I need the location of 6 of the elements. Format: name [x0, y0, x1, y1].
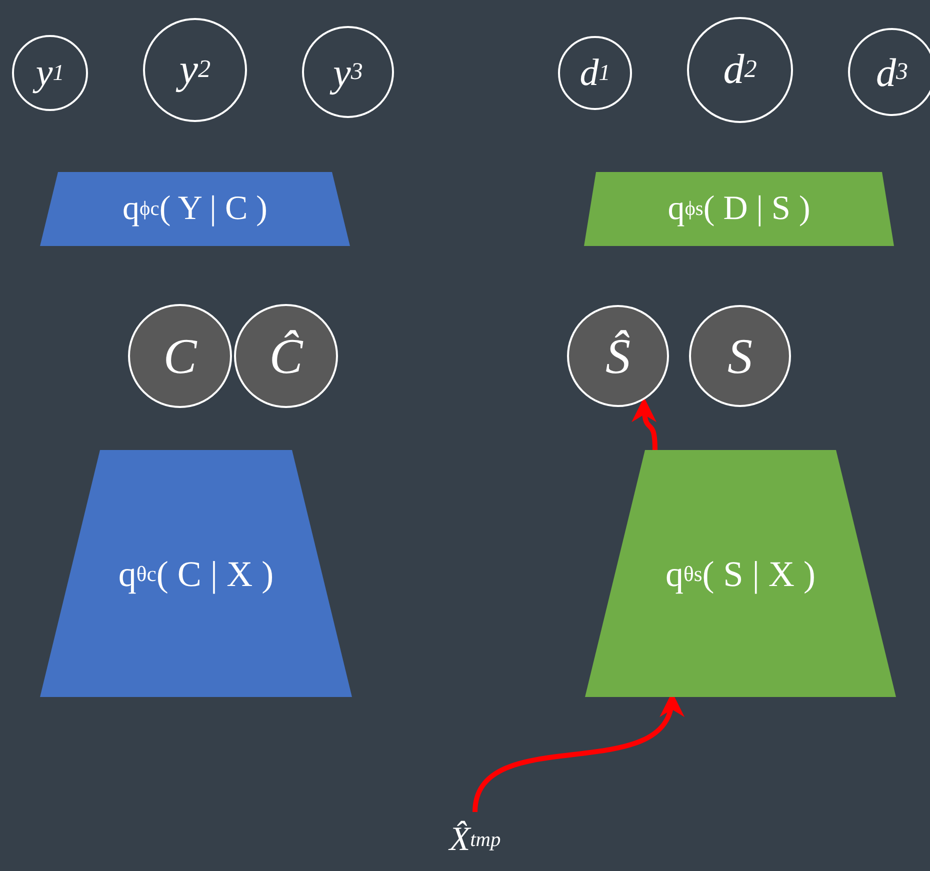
variable-circle: Ŝ [567, 305, 669, 407]
arrow [632, 397, 658, 450]
variable-circle: S [689, 305, 791, 407]
variable-circle: Ĉ [234, 304, 338, 408]
variable-circle: C [128, 304, 232, 408]
variable-label: X̂$^{tmp}$ [420, 812, 530, 867]
